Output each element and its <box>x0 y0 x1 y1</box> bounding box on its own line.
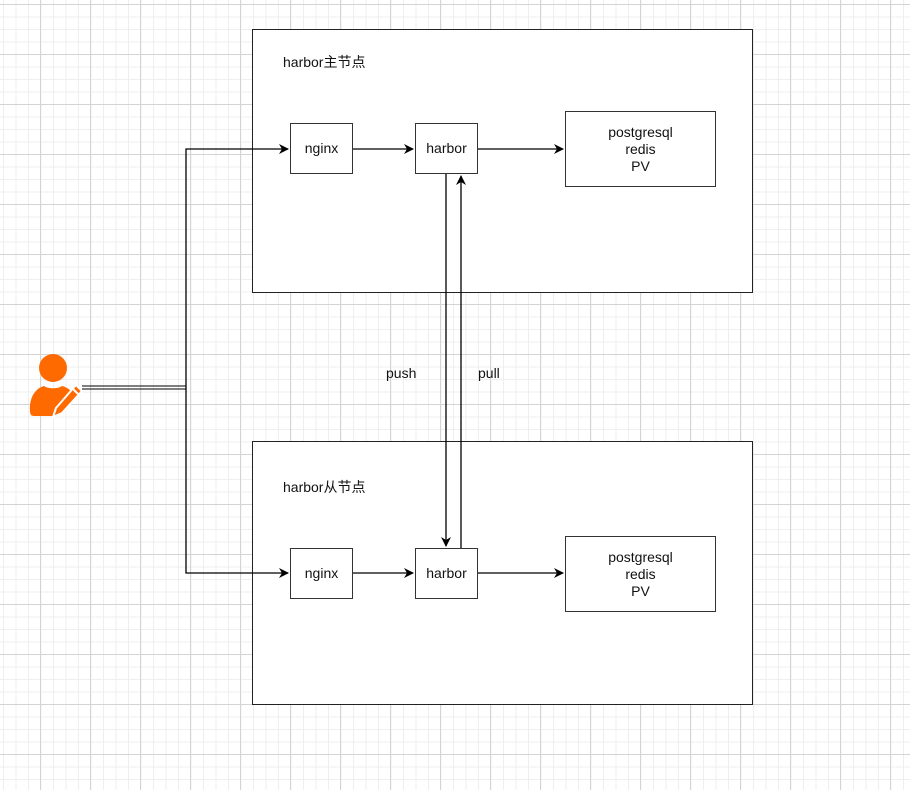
master-storage-postgresql: postgresql <box>608 123 673 140</box>
master-node-title: harbor主节点 <box>283 54 366 70</box>
slave-storage-postgresql: postgresql <box>608 548 673 565</box>
slave-storage-node[interactable]: postgresql redis PV <box>565 536 716 612</box>
slave-storage-redis: redis <box>625 565 656 582</box>
master-storage-redis: redis <box>625 140 656 157</box>
master-storage-pv: PV <box>631 157 650 174</box>
master-harbor-node[interactable]: harbor <box>415 123 478 174</box>
slave-storage-pv: PV <box>631 582 650 599</box>
master-nginx-node[interactable]: nginx <box>290 123 353 174</box>
pull-label: pull <box>478 365 500 381</box>
master-harbor-label: harbor <box>426 140 467 156</box>
slave-harbor-label: harbor <box>426 565 467 581</box>
user-edit-icon[interactable] <box>24 353 86 419</box>
slave-nginx-node[interactable]: nginx <box>290 548 353 599</box>
slave-node-title: harbor从节点 <box>283 479 366 495</box>
push-label: push <box>386 365 417 381</box>
master-nginx-label: nginx <box>304 140 339 156</box>
slave-nginx-label: nginx <box>304 565 339 581</box>
slave-harbor-node[interactable]: harbor <box>415 548 478 599</box>
master-storage-node[interactable]: postgresql redis PV <box>565 111 716 187</box>
